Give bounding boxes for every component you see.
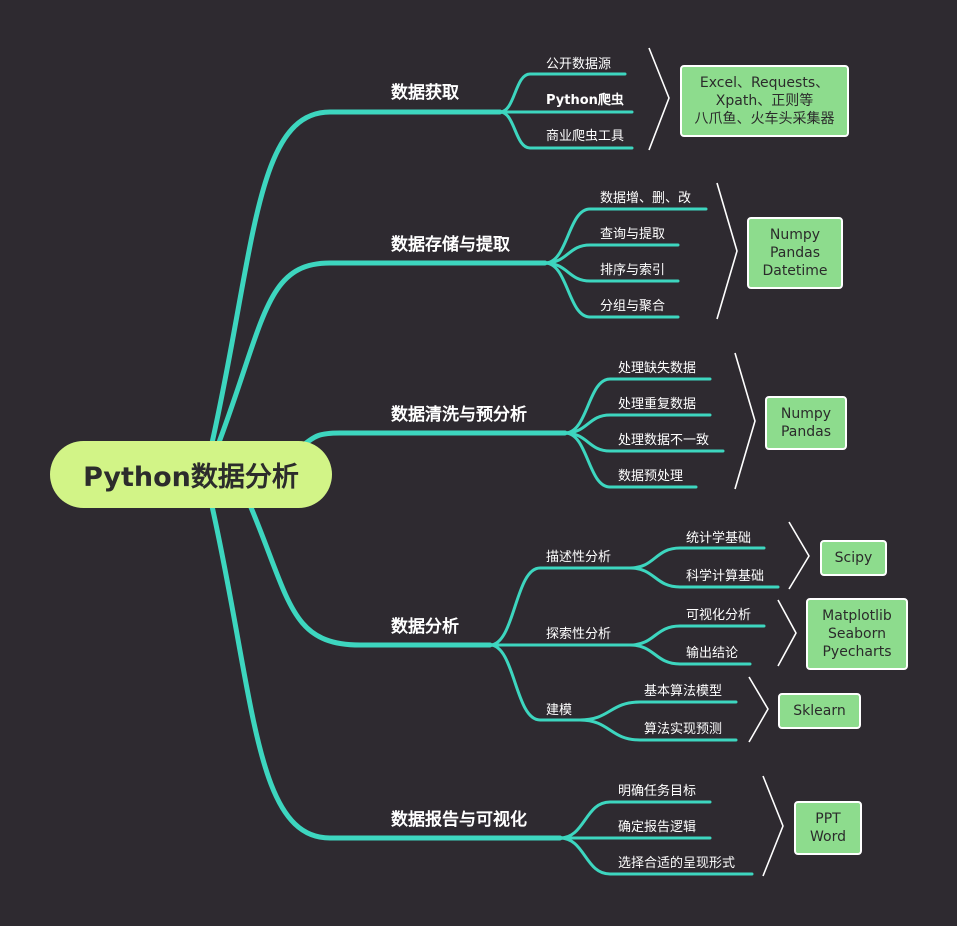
branch-label-data-acquisition[interactable]: 数据获取 [391,83,459,103]
leaf-label[interactable]: 公开数据源 [546,57,612,72]
link-root-branch-1 [209,109,503,446]
leaf-label[interactable]: 数据增、删、改 [600,191,692,206]
leaf-label[interactable]: 可视化分析 [686,608,752,623]
leaf-label[interactable]: 明确任务目标 [618,784,697,799]
bracket-b2 [716,182,738,320]
tool-label: Matplotlib [822,608,892,624]
bracket-b3 [734,352,756,490]
leaf-label[interactable]: 选择合适的呈现形式 [618,856,736,871]
tool-box-storage[interactable]: Numpy Pandas Datetime [747,217,843,289]
tool-label: PPT [815,811,841,827]
link-root-branch-5 [209,503,563,841]
branch-label-analysis[interactable]: 数据分析 [391,617,459,637]
tool-label: Xpath、正则等 [715,93,814,109]
leaf-label[interactable]: 算法实现预测 [644,722,723,737]
leaf-label[interactable]: 基本算法模型 [644,684,723,699]
tool-label: Numpy [780,406,832,422]
bracket-b5 [762,775,784,877]
link-root-branch-3 [297,430,568,451]
leaf-label[interactable]: 排序与索引 [600,263,666,278]
tool-label: Sklearn [793,703,846,719]
link-b4-g3-leaf-2 [578,718,738,742]
tool-label: Datetime [762,263,828,279]
tool-label: Excel、Requests、 [699,75,830,91]
tool-label: Pyecharts [822,644,892,660]
leaf-label[interactable]: 处理重复数据 [618,397,697,412]
tool-box-cleaning[interactable]: Numpy Pandas [765,396,847,450]
leaf-label[interactable]: 处理数据不一致 [618,433,710,448]
link-b3-leaf-4 [563,431,698,489]
group-label[interactable]: 探索性分析 [546,627,612,642]
tool-box-descriptive[interactable]: Scipy [820,540,887,576]
link-root-branch-2 [215,260,548,448]
tool-box-acquisition[interactable]: Excel、Requests、 Xpath、正则等 八爪鱼、火车头采集器 [680,65,849,137]
root-node[interactable]: Python数据分析 [50,441,332,508]
leaf-label[interactable]: 数据预处理 [618,469,684,484]
bracket-b1 [648,47,670,151]
tool-box-reporting[interactable]: PPT Word [794,801,862,855]
tool-label: Seaborn [828,626,886,642]
bracket-b4-g1 [788,521,810,590]
leaf-label[interactable]: 分组与聚合 [600,299,666,314]
link-b4-g1-leaf-2 [628,566,780,589]
branch-label-reporting[interactable]: 数据报告与可视化 [391,810,527,830]
link-b4-group-3 [488,643,582,722]
branch-label-cleaning[interactable]: 数据清洗与预分析 [391,405,527,425]
tool-box-exploratory[interactable]: Matplotlib Seaborn Pyecharts [806,598,908,670]
link-b2-leaf-4 [543,261,680,319]
leaf-label[interactable]: 查询与提取 [600,227,666,242]
tool-label: Numpy [769,227,821,243]
leaf-label[interactable]: 科学计算基础 [686,569,765,584]
bracket-b4-g2 [777,599,797,667]
group-label[interactable]: 描述性分析 [546,550,612,565]
link-root-branch-4 [247,502,493,648]
leaf-label[interactable]: 商业爬虫工具 [546,129,625,144]
tool-label: Word [810,829,846,845]
leaf-label[interactable]: 统计学基础 [686,531,752,546]
tool-label: 八爪鱼、火车头采集器 [694,111,835,127]
leaf-label[interactable]: 输出结论 [686,646,739,661]
leaf-label[interactable]: 处理缺失数据 [618,361,697,376]
group-label[interactable]: 建模 [546,703,573,718]
tool-label: Scipy [834,550,873,566]
branch-label-storage[interactable]: 数据存储与提取 [391,235,510,255]
leaf-label[interactable]: Python爬虫 [546,93,624,108]
link-b1-leaf-3 [498,110,634,150]
link-b5-leaf-3 [558,836,754,876]
leaf-label[interactable]: 确定报告逻辑 [618,820,697,835]
tool-label: Pandas [769,245,821,261]
link-b4-group-1 [488,566,632,647]
link-b4-g2-leaf-2 [628,643,752,666]
tool-box-modeling[interactable]: Sklearn [778,693,861,729]
tool-label: Pandas [780,424,832,440]
bracket-b4-g3 [748,676,769,743]
